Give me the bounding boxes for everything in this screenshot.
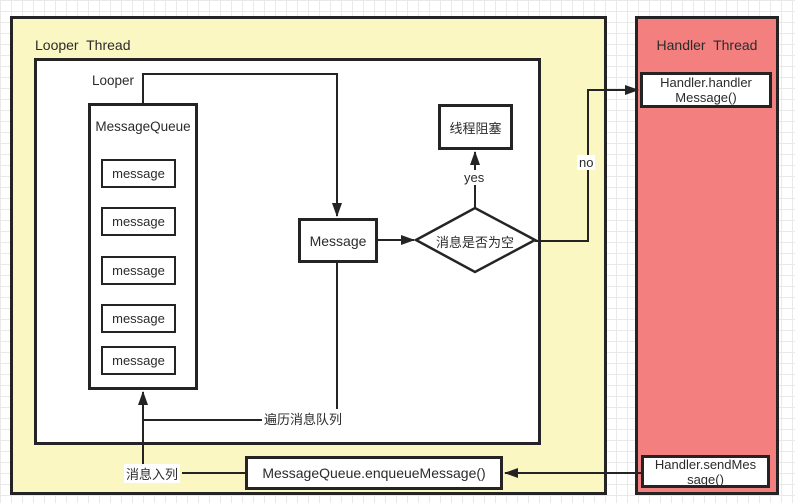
send-message-node[interactable]: Handler.sendMes sage() bbox=[641, 455, 770, 488]
no-label[interactable]: no bbox=[577, 155, 596, 170]
traverse-queue-label[interactable]: 遍历消息队列 bbox=[262, 409, 345, 428]
message-queue-title: MessageQueue bbox=[95, 119, 191, 134]
looper-thread-title: Looper Thread bbox=[35, 37, 131, 53]
message-item[interactable]: message bbox=[101, 159, 176, 188]
handler-message-node-line1: Handler.handler bbox=[660, 75, 752, 90]
decision-node-label: 消息是否为空 bbox=[435, 235, 514, 250]
message-item[interactable]: message bbox=[101, 256, 176, 285]
thread-blocked-node[interactable]: 线程阻塞 bbox=[438, 104, 513, 150]
enqueue-message-node[interactable]: MessageQueue.enqueueMessage() bbox=[245, 456, 503, 490]
message-item[interactable]: message bbox=[101, 207, 176, 236]
looper-label: Looper bbox=[92, 73, 135, 88]
message-node[interactable]: Message bbox=[298, 218, 378, 263]
message-queue-box[interactable]: MessageQueue message message message mes… bbox=[88, 103, 198, 390]
send-message-node-line1: Handler.sendMes bbox=[654, 456, 757, 472]
decision-node[interactable] bbox=[413, 206, 538, 274]
handler-message-node-line2: Message() bbox=[675, 90, 737, 105]
handler-thread-title: Handler Thread bbox=[656, 37, 758, 53]
yes-label[interactable]: yes bbox=[462, 170, 487, 185]
message-item[interactable]: message bbox=[101, 304, 176, 333]
send-message-node-line2: sage() bbox=[687, 471, 724, 487]
message-item[interactable]: message bbox=[101, 346, 176, 375]
handler-message-node[interactable]: Handler.handler Message() bbox=[640, 72, 772, 108]
enqueue-label[interactable]: 消息入列 bbox=[124, 464, 181, 483]
